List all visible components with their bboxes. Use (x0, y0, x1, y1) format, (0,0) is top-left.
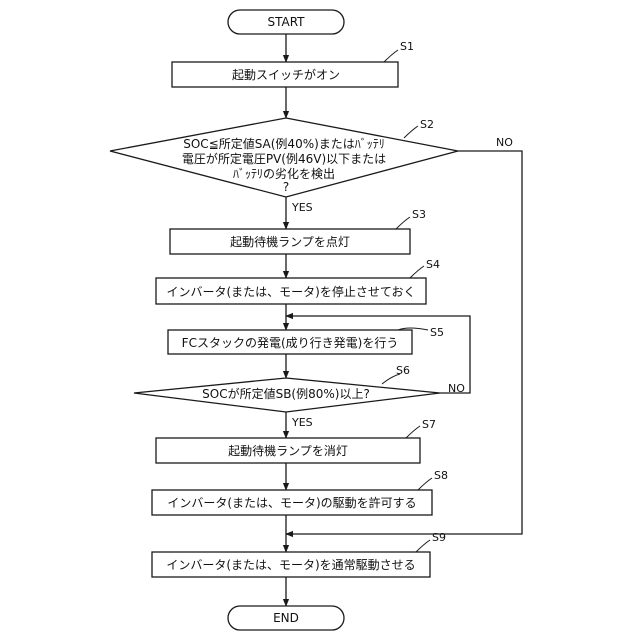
step-s4-id: S4 (426, 258, 440, 271)
step-s8-id: S8 (434, 469, 448, 482)
decision-s2: SOC≦所定値SA(例40%)またはﾊﾞｯﾃﾘ 電圧が所定電圧PV(例46V)以… (110, 118, 458, 197)
step-s7-id: S7 (422, 418, 436, 431)
decision-s6-yes: YES (291, 416, 313, 429)
decision-s2-line3: ﾊﾞｯﾃﾘの劣化を検出 (233, 167, 335, 181)
step-s5-text: FCスタックの発電(成り行き発電)を行う (182, 336, 399, 350)
end-terminal: END (228, 606, 344, 630)
step-s3-text: 起動待機ランプを点灯 (230, 234, 350, 249)
step-s5-id: S5 (430, 326, 444, 339)
decision-s6: SOCが所定値SB(例80%)以上? S6 (134, 364, 440, 412)
decision-s6-id: S6 (396, 364, 410, 377)
step-s7-text: 起動待機ランプを消灯 (228, 443, 348, 458)
end-label: END (273, 611, 299, 625)
step-s5: FCスタックの発電(成り行き発電)を行う S5 (168, 326, 444, 354)
start-label: START (267, 15, 305, 29)
step-s4-text: インバータ(または、モータ)を停止させておく (166, 284, 415, 299)
step-s9-text: インバータ(または、モータ)を通常駆動させる (166, 558, 415, 572)
decision-s2-id: S2 (420, 118, 434, 131)
decision-s6-no: NO (448, 382, 465, 395)
decision-s2-line4: ? (283, 180, 289, 194)
step-s1: 起動スイッチがオン S1 (172, 40, 414, 87)
decision-s2-line2: 電圧が所定電圧PV(例46V)以下または (182, 151, 386, 166)
start-terminal: START (228, 10, 344, 34)
step-s8: インバータ(または、モータ)の駆動を許可する S8 (152, 469, 448, 515)
decision-s2-yes: YES (291, 201, 313, 214)
step-s9: インバータ(または、モータ)を通常駆動させる S9 (152, 531, 446, 577)
step-s1-text: 起動スイッチがオン (232, 67, 340, 82)
step-s8-text: インバータ(または、モータ)の駆動を許可する (167, 496, 416, 510)
decision-s6-text: SOCが所定値SB(例80%)以上? (202, 386, 370, 401)
decision-s2-line1: SOC≦所定値SA(例40%)またはﾊﾞｯﾃﾘ (183, 136, 385, 151)
step-s9-id: S9 (432, 531, 446, 544)
step-s1-id: S1 (400, 40, 414, 53)
step-s3: 起動待機ランプを点灯 S3 (170, 208, 426, 254)
step-s4: インバータ(または、モータ)を停止させておく S4 (156, 258, 440, 304)
step-s3-id: S3 (412, 208, 426, 221)
decision-s2-no: NO (496, 136, 513, 149)
